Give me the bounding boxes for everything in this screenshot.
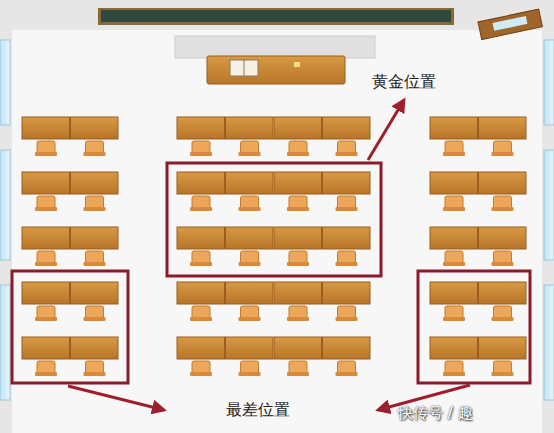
desk-with-chair <box>479 227 527 266</box>
door <box>478 9 542 39</box>
desk-with-chair <box>22 282 70 321</box>
book <box>230 60 258 76</box>
desk-with-chair <box>226 282 274 321</box>
desk-with-chair <box>274 337 322 376</box>
desk-with-chair <box>22 337 70 376</box>
windows <box>0 40 554 400</box>
desk-with-chair <box>177 282 225 321</box>
chalk-box <box>294 62 300 67</box>
desk-with-chair <box>323 282 371 321</box>
desk-with-chair <box>323 227 371 266</box>
desk-with-chair <box>479 117 527 156</box>
desk-with-chair <box>274 227 322 266</box>
desk-with-chair <box>177 337 225 376</box>
desk-with-chair <box>274 172 322 211</box>
desk-with-chair <box>430 227 478 266</box>
worst-frame <box>418 271 530 383</box>
desk-with-chair <box>22 117 70 156</box>
desk-with-chair <box>274 282 322 321</box>
desk-with-chair <box>22 227 70 266</box>
desk-with-chair <box>71 117 119 156</box>
desk-with-chair <box>274 117 322 156</box>
desk-with-chair <box>177 117 225 156</box>
desk-with-chair <box>226 172 274 211</box>
desk-with-chair <box>177 172 225 211</box>
golden-frame <box>167 163 381 276</box>
lectern <box>207 56 345 84</box>
desk-with-chair <box>226 337 274 376</box>
leader-arrow <box>68 386 164 410</box>
floor <box>12 30 542 433</box>
desk-with-chair <box>430 172 478 211</box>
desk-with-chair <box>479 337 527 376</box>
desk-with-chair <box>430 117 478 156</box>
desk-with-chair <box>71 172 119 211</box>
desk-with-chair <box>479 282 527 321</box>
desk-with-chair <box>71 337 119 376</box>
desk-rows <box>22 117 526 376</box>
desk-with-chair <box>71 227 119 266</box>
podium <box>175 36 375 58</box>
blackboard-frame <box>98 8 454 25</box>
desk-with-chair <box>71 282 119 321</box>
desk-with-chair <box>177 227 225 266</box>
desk-with-chair <box>323 117 371 156</box>
desk-with-chair <box>479 172 527 211</box>
leader-arrow <box>368 100 404 160</box>
desk-with-chair <box>323 172 371 211</box>
desk-with-chair <box>430 337 478 376</box>
worst-frame <box>12 271 128 383</box>
blackboard <box>101 10 451 22</box>
watermark: 快传号 / 趣 <box>398 404 473 423</box>
desk-with-chair <box>226 117 274 156</box>
desk-with-chair <box>323 337 371 376</box>
desk-with-chair <box>226 227 274 266</box>
desk-with-chair <box>430 282 478 321</box>
desk-with-chair <box>22 172 70 211</box>
golden-seat-label: 黄金位置 <box>372 72 436 93</box>
book-spine <box>244 60 245 76</box>
worst-seat-label: 最差位置 <box>226 400 290 421</box>
